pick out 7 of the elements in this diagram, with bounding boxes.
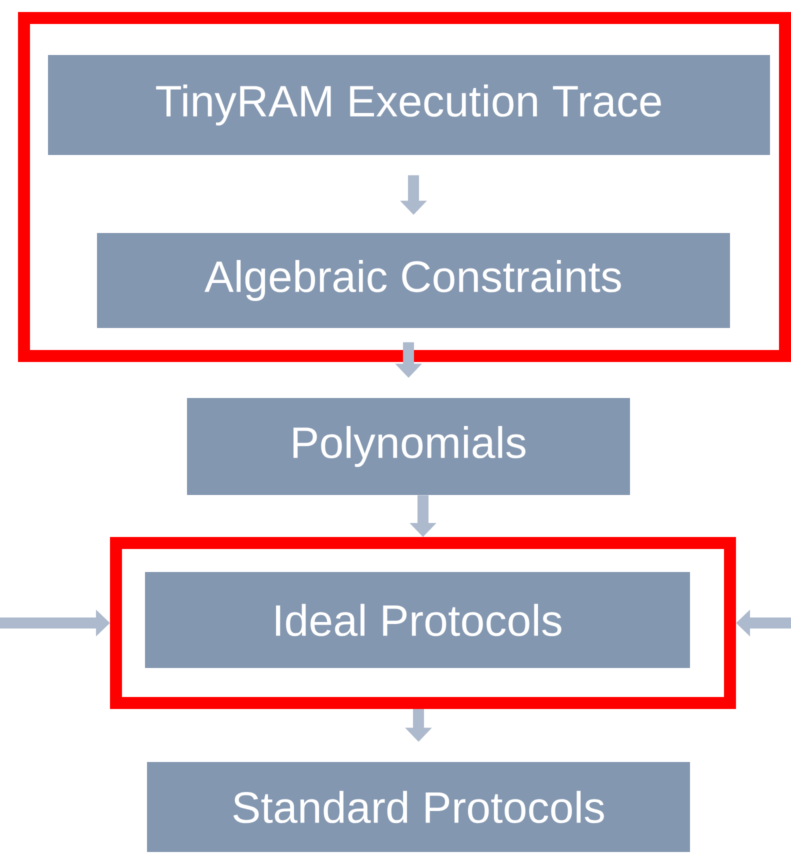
process-box: Ideal Protocols [145, 572, 690, 668]
highlight-frame [110, 537, 736, 709]
process-box: Algebraic Constraints [97, 233, 730, 328]
highlight-frame [18, 12, 791, 362]
process-box: Polynomials [187, 398, 630, 495]
process-box: Standard Protocols [147, 762, 690, 852]
process-box: TinyRAM Execution Trace [48, 55, 770, 155]
